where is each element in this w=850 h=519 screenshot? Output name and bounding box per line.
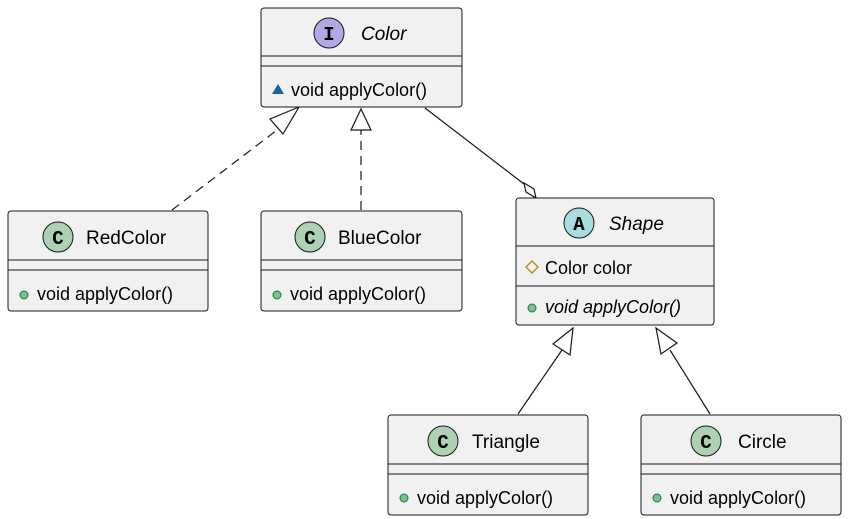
- class-box-shape[interactable]: A Shape Color color void applyColor(): [515, 197, 715, 326]
- abstract-badge-icon: [563, 207, 595, 239]
- realization-arrowhead-redcolor: [269, 105, 301, 136]
- method-applycolor: void applyColor(): [670, 488, 806, 508]
- public-circle-icon: [527, 303, 537, 313]
- class-name-bluecolor: BlueColor: [338, 228, 422, 249]
- class-badge-icon: [294, 221, 326, 253]
- edges: [171, 105, 711, 415]
- class-badge-letter: C: [437, 432, 448, 454]
- realization-edge-redcolor-color: [171, 123, 286, 211]
- class-name-redcolor: RedColor: [86, 228, 167, 249]
- method-applycolor: void applyColor(): [290, 284, 426, 304]
- public-circle-icon: [272, 290, 282, 300]
- class-name-color: Color: [361, 24, 407, 45]
- method-applycolor: void applyColor(): [37, 284, 173, 304]
- class-name-shape: Shape: [609, 214, 664, 235]
- abstract-badge-letter: A: [573, 214, 585, 236]
- method-applycolor: void applyColor(): [545, 297, 681, 317]
- method-applycolor: void applyColor(): [291, 80, 427, 100]
- aggregation-diamond-icon: [523, 181, 537, 200]
- class-badge-letter: C: [304, 228, 315, 250]
- generalization-arrowhead-triangle: [551, 326, 574, 357]
- method-applycolor: void applyColor(): [417, 488, 553, 508]
- public-circle-icon: [19, 290, 29, 300]
- generalization-edge-triangle-shape: [517, 349, 563, 415]
- generalization-arrowhead-circle: [655, 326, 679, 356]
- class-badge-icon: [42, 221, 74, 253]
- package-private-triangle-icon: [272, 84, 284, 94]
- class-badge-icon: [690, 425, 722, 457]
- public-circle-icon: [399, 493, 409, 503]
- class-box-triangle[interactable]: C Triangle void applyColor(): [387, 414, 589, 516]
- class-name-triangle: Triangle: [472, 432, 540, 453]
- class-badge-letter: C: [52, 228, 63, 250]
- public-circle-icon: [652, 493, 662, 503]
- generalization-edge-circle-shape: [669, 349, 711, 415]
- realization-arrowhead-bluecolor: [350, 107, 372, 131]
- aggregation-edge-shape-color: [424, 107, 525, 185]
- class-box-redcolor[interactable]: C RedColor void applyColor(): [7, 210, 209, 312]
- protected-diamond-icon: [525, 260, 539, 274]
- class-badge-icon: [427, 425, 459, 457]
- class-name-circle: Circle: [738, 432, 787, 453]
- class-box-color[interactable]: I Color void applyColor(): [260, 7, 463, 108]
- class-badge-letter: C: [700, 432, 711, 454]
- interface-badge-letter: I: [323, 24, 334, 46]
- interface-badge-icon: [313, 17, 345, 49]
- class-box-circle[interactable]: C Circle void applyColor(): [640, 414, 842, 516]
- field-color: Color color: [545, 258, 632, 278]
- class-box-bluecolor[interactable]: C BlueColor void applyColor(): [260, 210, 463, 312]
